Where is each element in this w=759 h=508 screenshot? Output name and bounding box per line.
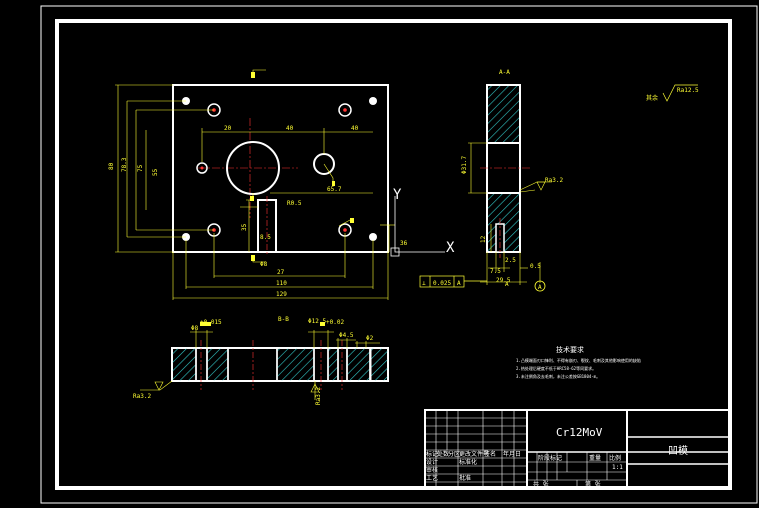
bottom-left-dia: Φ8 — [191, 325, 199, 332]
dim-top-left: 20 — [224, 125, 232, 132]
side-rough: Ra3.2 — [545, 177, 563, 184]
title-header-6: 年月日 — [503, 450, 521, 458]
title-role-3: 审核 — [426, 466, 438, 474]
dim-bottom-1: 27 — [277, 269, 285, 276]
title-header-3: 分区 — [448, 450, 460, 458]
roughness-symbol — [662, 84, 698, 102]
gdt-value: 0.025 — [433, 280, 451, 287]
title-header-4: 更改文件号 — [459, 450, 489, 458]
gdt-symbol: ⊥ — [422, 280, 426, 287]
title-stage-3: 比例 — [609, 454, 621, 462]
tech-req-line-3: 3.未注倒角及去毛刺，未注公差按GB1804-m。 — [516, 373, 600, 379]
dim-top-mid: 40 — [286, 125, 294, 132]
title-block — [424, 409, 731, 489]
dim-slot-width: 8.5 — [260, 234, 271, 241]
title-scale: 1:1 — [612, 464, 623, 471]
gdt-datum: A — [457, 280, 461, 287]
dim-dia-tag: Φ8 — [260, 261, 268, 268]
roughness-note-prefix: 其余 — [646, 94, 658, 102]
section-aa-view: A — [468, 84, 552, 292]
title-sheet-2: 第 张 — [585, 480, 601, 488]
dim-right-small: 36 — [400, 240, 408, 247]
pin-hole-tr — [338, 103, 352, 117]
dim-overall-height: 80 — [108, 162, 115, 170]
bottom-rough-mid: Ra3.2 — [315, 387, 322, 405]
ucs-icon — [390, 196, 445, 257]
tech-req-line-1: 1.凸模端面刃口锋利、不得有崩刃、裂纹、毛刺及其他影响使用的缺陷 — [516, 357, 641, 363]
title-header-1: 标记 — [426, 450, 438, 458]
gdt-frame — [419, 275, 487, 288]
section-aa-label: A-A — [499, 69, 510, 76]
title-stage-1: 阶段标记 — [538, 454, 562, 462]
title-header-5: 签名 — [484, 450, 496, 458]
dim-r: R0.5 — [287, 200, 302, 207]
dim-h2: 78.3 — [121, 157, 128, 172]
title-sheet-1: 共 张 — [533, 480, 549, 488]
dim-top-right: 40 — [351, 125, 359, 132]
dim-bottom-2: 110 — [276, 280, 287, 287]
dim-bottom-3: 129 — [276, 291, 287, 298]
side-total: 29.5 — [496, 277, 511, 284]
bottom-right-dia-2: Φ2 — [366, 335, 374, 342]
ucs-x-label: X — [446, 240, 455, 256]
title-part-name: 凹模 — [668, 445, 688, 457]
left-guide-hole — [196, 162, 208, 174]
section-marker-a: A — [538, 284, 542, 291]
ucs-y-label: Y — [393, 187, 402, 203]
title-role-2: 标准化 — [459, 458, 477, 466]
side-w1: 7.5 — [490, 268, 501, 275]
corner-hole-tr — [369, 97, 377, 105]
side-small: 12 — [480, 235, 487, 243]
title-role-5: 批准 — [459, 474, 471, 482]
inner-frame — [55, 19, 732, 490]
bottom-left-tol: +0.015 — [200, 319, 222, 326]
dim-h4: 55 — [152, 168, 159, 176]
dim-horiz-mid: 65.7 — [327, 186, 342, 193]
title-stage-2: 重量 — [589, 454, 601, 462]
plate-outline — [172, 84, 389, 253]
side-right-tag: 0.5 — [530, 263, 541, 270]
roughness-note-value: Ra12.5 — [677, 87, 699, 94]
dim-h3: 75 — [137, 164, 144, 172]
side-dia-label: Φ31.7 — [461, 156, 468, 174]
bottom-mid-tol: +0.02 — [326, 319, 344, 326]
section-bb-view — [140, 322, 389, 400]
tech-req-line-2: 2.热处理后硬度不低于HRC58-62等同要求。 — [516, 365, 596, 371]
side-tol-tag: A — [505, 281, 509, 288]
corner-hole-br — [369, 233, 377, 241]
section-bb-label: B-B — [278, 316, 289, 323]
tech-req-title: 技术要求 — [556, 345, 584, 354]
dim-slot-depth: 35 — [241, 223, 248, 231]
bottom-right-dia-1: Φ4.5 — [339, 332, 354, 339]
title-role-4: 工艺 — [426, 474, 438, 482]
title-material: Cr12MoV — [556, 426, 603, 439]
bottom-mid-dia: Φ12.5 — [308, 318, 326, 325]
front-view: 80 78.3 75 55 20 40 40 65.7 35 8.5 R0.5 … — [108, 69, 408, 300]
side-w2: 2.5 — [505, 257, 516, 264]
title-role-1: 设计 — [426, 458, 438, 466]
bottom-rough-left: Ra3.2 — [133, 393, 151, 400]
outer-frame — [40, 5, 758, 504]
title-header-2: 处数 — [437, 450, 449, 458]
